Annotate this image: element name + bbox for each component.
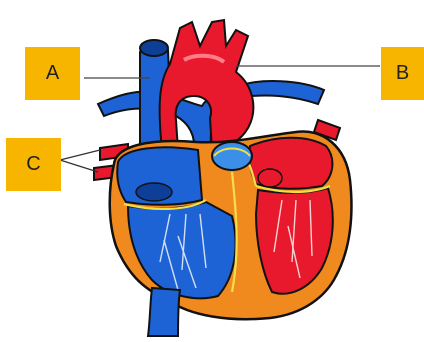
label-c: C: [6, 138, 61, 191]
label-c-text: C: [26, 153, 40, 176]
inferior-vena-cava: [148, 288, 180, 336]
label-a: A: [25, 47, 80, 100]
coronary-sinus: [136, 183, 172, 201]
pointer-line-c-lower: [60, 160, 98, 172]
label-b: B: [381, 47, 424, 100]
label-a-text: A: [46, 62, 59, 85]
vena-cava-opening: [140, 40, 168, 56]
label-b-text: B: [396, 62, 409, 85]
pointer-line-c-upper: [60, 150, 100, 160]
